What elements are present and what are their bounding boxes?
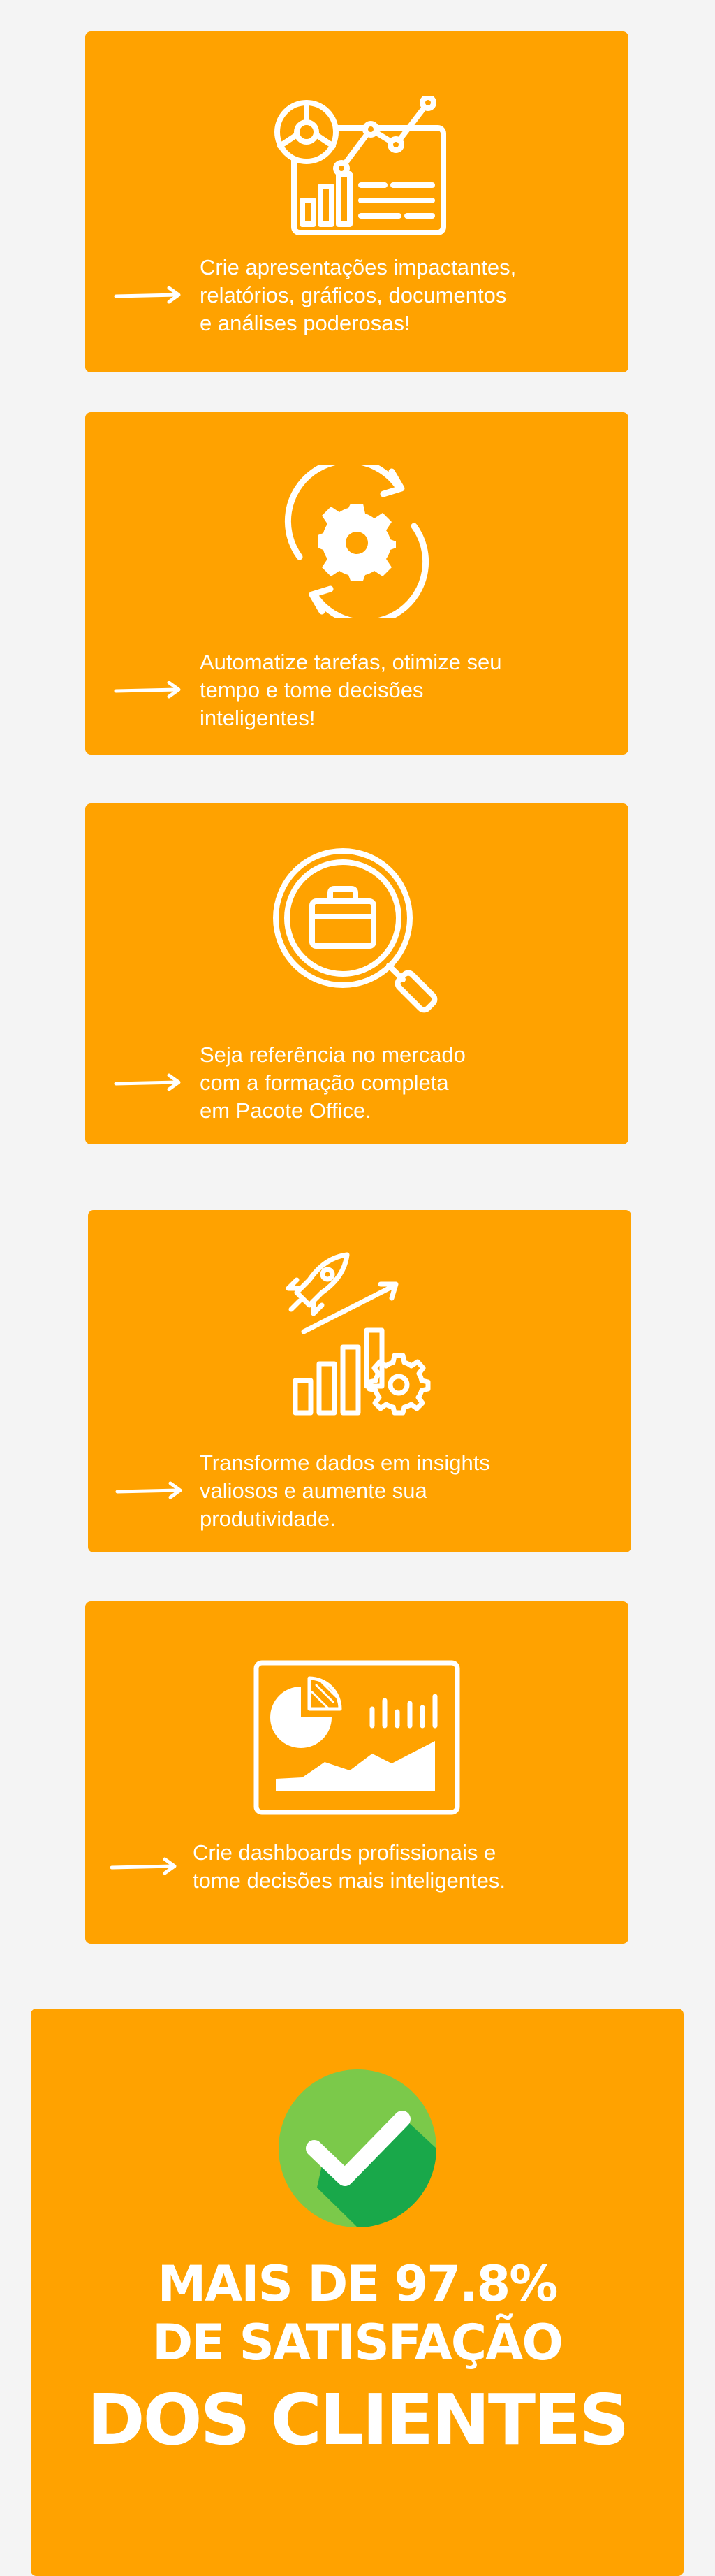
satisfaction-line-1: MAIS DE 97.8% [157,2255,559,2313]
analytics-report-icon [274,96,446,235]
gear-refresh-icon [284,465,429,618]
satisfaction-line-3: DOS CLIENTES [87,2379,630,2461]
feature-card-presentations: Crie apresentações impactantes, relatóri… [85,31,628,372]
arrow-right-icon [110,1857,177,1875]
feature-text: Transforme dados em insights valiosos e … [200,1450,490,1531]
feature-card-reference: Seja referência no mercado com a formaçã… [85,803,628,1144]
satisfaction-line-2: DE SATISFAÇÃO [152,2314,563,2371]
briefcase-magnifier-icon [273,848,438,1013]
satisfaction-card: MAIS DE 97.8% DE SATISFAÇÃO DOS CLIENTES [31,2009,684,2576]
arrow-right-icon [114,1073,181,1091]
feature-card-dashboards: Crie dashboards profissionais e tome dec… [85,1601,628,1944]
feature-text: Crie apresentações impactantes, relatóri… [200,255,517,335]
feature-text: Seja referência no mercado com a formaçã… [200,1042,466,1123]
feature-text: Crie dashboards profissionais e tome dec… [193,1840,506,1893]
feature-text: Automatize tarefas, otimize seu tempo e … [200,650,502,730]
feature-card-automation: Automatize tarefas, otimize seu tempo e … [85,412,628,755]
rocket-growth-chart-icon [286,1252,431,1416]
feature-card-insights: Transforme dados em insights valiosos e … [88,1210,631,1552]
checkmark-circle-icon [278,2069,436,2227]
arrow-right-icon [114,286,181,304]
dashboard-icon [253,1660,460,1815]
arrow-right-icon [115,1481,182,1499]
arrow-right-icon [114,681,181,699]
